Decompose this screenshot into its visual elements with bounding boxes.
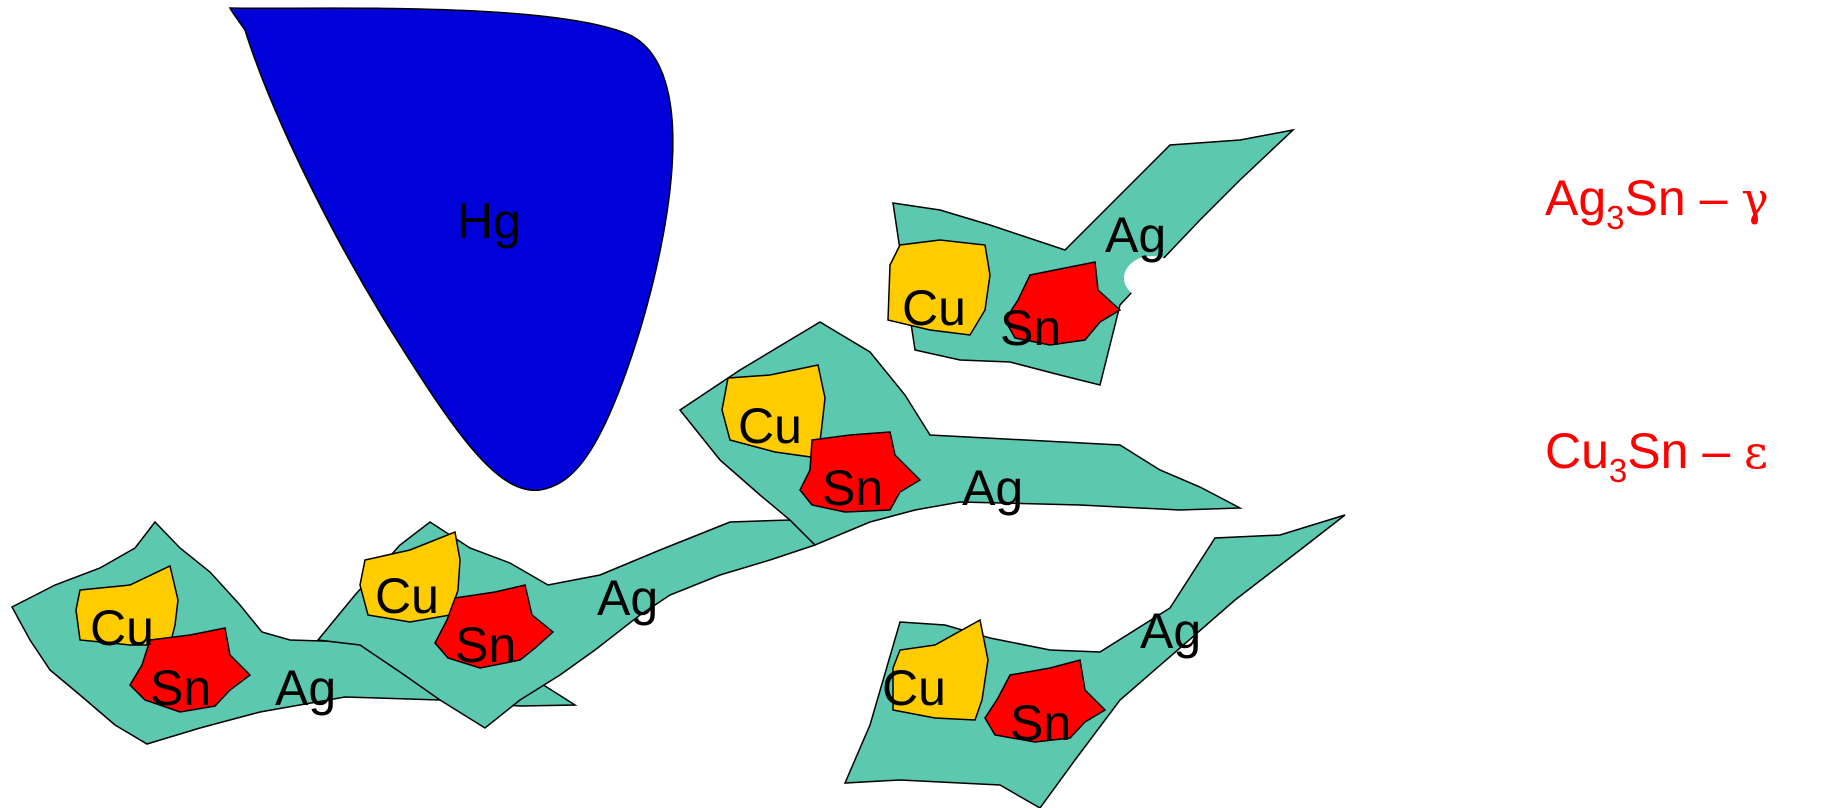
mercury-label: Hg (457, 193, 521, 249)
void-notch (1124, 256, 1180, 300)
tin-grain (434, 584, 555, 669)
tin-label: Sn (1010, 695, 1071, 751)
tin-label: Sn (455, 617, 516, 673)
tin-grain (129, 627, 252, 713)
silver-label: Ag (597, 570, 658, 626)
phase-subscript: 3 (1606, 199, 1624, 236)
alloy-particle: Cu Sn Ag (316, 519, 817, 729)
phase-greek-symbol: ε (1744, 425, 1768, 479)
copper-grain (892, 618, 989, 721)
phase-label-cu3sn-epsilon: Cu3Sn – ε (1545, 423, 1768, 489)
silver-label: Ag (962, 460, 1023, 516)
silver-matrix (843, 514, 1346, 808)
copper-label: Cu (902, 280, 966, 336)
tin-label: Sn (822, 460, 883, 516)
silver-label: Ag (1105, 207, 1166, 263)
alloy-particle: Cu Sn Ag (678, 321, 1243, 546)
silver-label: Ag (1140, 603, 1201, 659)
mercury-droplet (228, 7, 674, 491)
tin-grain (799, 431, 922, 513)
phase-suffix: Sn – (1627, 423, 1744, 479)
phase-label-ag3sn-gamma: Ag3Sn – γ (1545, 170, 1769, 236)
silver-matrix (892, 128, 1296, 386)
copper-label: Cu (90, 600, 154, 656)
phase-suffix: Sn – (1625, 170, 1742, 226)
tin-grain (1004, 261, 1122, 346)
alloy-particle: Cu Sn Ag (887, 128, 1296, 386)
phase-prefix: Cu (1545, 423, 1609, 479)
copper-grain (887, 239, 991, 336)
phase-subscript: 3 (1609, 452, 1627, 489)
copper-label: Cu (375, 568, 439, 624)
copper-grain (75, 564, 179, 646)
copper-label: Cu (738, 398, 802, 454)
phase-prefix: Ag (1545, 170, 1606, 226)
copper-label: Cu (882, 660, 946, 716)
phase-greek-symbol: γ (1741, 172, 1769, 226)
tin-label: Sn (150, 660, 211, 716)
tin-grain (984, 659, 1107, 743)
tin-label: Sn (1000, 300, 1061, 356)
alloy-particle: Cu Sn Ag (843, 514, 1346, 808)
silver-label: Ag (275, 660, 336, 716)
